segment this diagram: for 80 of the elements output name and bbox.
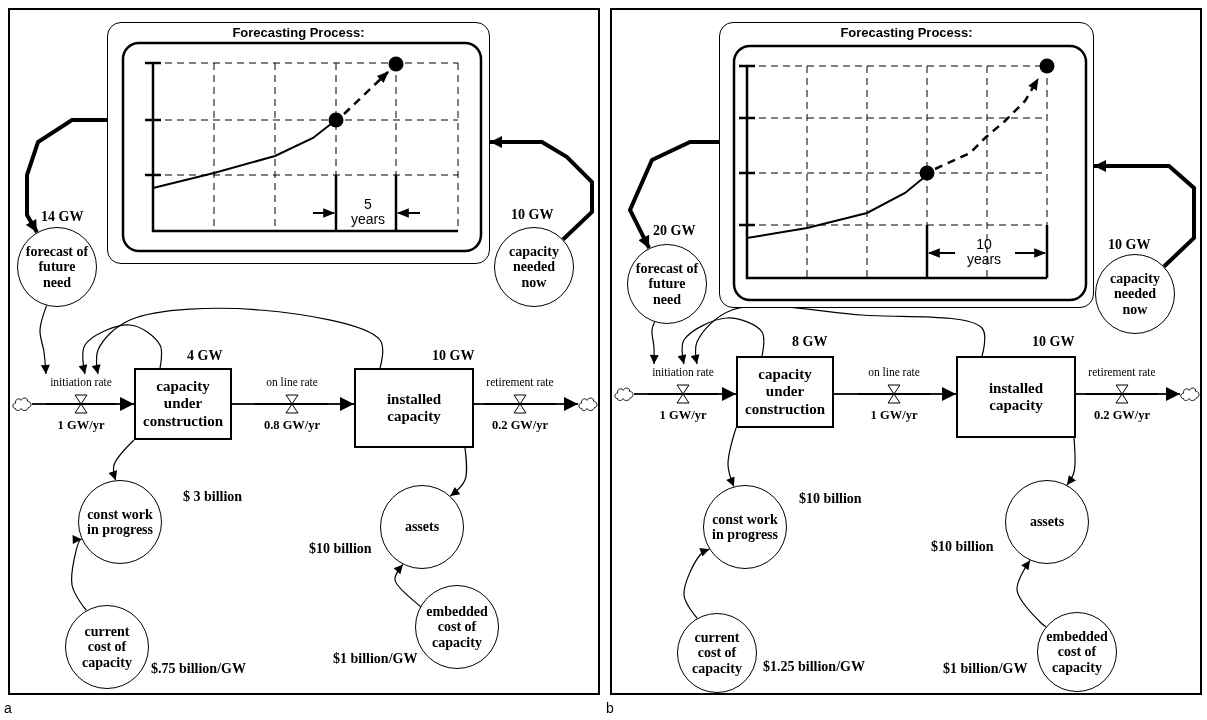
arrow (1016, 559, 1047, 628)
value-label: 10 GW (511, 207, 554, 223)
rate-value: 0.2 GW/yr (490, 418, 550, 433)
arrow (393, 563, 423, 609)
variable-label: assets (404, 519, 440, 535)
value-label: 8 GW (792, 334, 828, 350)
arrow (108, 439, 135, 481)
value-label: $10 billion (309, 541, 372, 557)
flow-pipe (327, 397, 355, 411)
rate-value: 0.8 GW/yr (262, 418, 322, 433)
flow-label: initiation rate (651, 365, 715, 380)
panel-title: Forecasting Process: (839, 25, 974, 40)
stock-label: capacity under construction (744, 366, 826, 418)
variable-label: assets (1029, 514, 1065, 530)
stock-label: installed capacity (385, 390, 443, 426)
variable-label: embedded cost of capacity (425, 603, 489, 651)
value-label: $10 billion (931, 539, 994, 555)
arrow (726, 427, 737, 488)
flow-pipe (231, 403, 257, 405)
rate-value: 0.2 GW/yr (1092, 408, 1152, 423)
arrow (677, 317, 765, 365)
value-label: 10 GW (1108, 237, 1151, 253)
arrow (78, 324, 163, 375)
variable-label: const work in progress (712, 511, 778, 543)
panel-letter: a (4, 700, 12, 716)
value-label: $1 billion/GW (333, 651, 418, 667)
value-label: $ 3 billion (183, 489, 243, 505)
arrow (449, 447, 468, 497)
arrow (39, 305, 50, 375)
flow-label: initiation rate (49, 375, 113, 390)
interval-label: 5 years (349, 197, 387, 228)
flow-label: retirement rate (1087, 365, 1157, 380)
variable-label: const work in progress (87, 506, 153, 538)
value-label: $10 billion (799, 491, 862, 507)
variable-label: current cost of capacity (691, 629, 743, 677)
rate-value: 1 GW/yr (869, 408, 919, 423)
forecast-panel (107, 22, 490, 264)
flow-pipe (1157, 387, 1181, 401)
flow-pipe (555, 397, 579, 411)
flow-pipe (929, 387, 957, 401)
variable-label: current cost of capacity (81, 623, 133, 671)
flow-pipe (717, 387, 737, 401)
flow-pipe (31, 403, 47, 405)
interval-label: 10 years (965, 237, 1003, 268)
rate-value: 1 GW/yr (658, 408, 708, 423)
variable-label: forecast of future need (634, 260, 700, 308)
arrow (627, 140, 719, 250)
stock-label: installed capacity (987, 379, 1045, 415)
flow-pipe (115, 397, 135, 411)
value-label: $1 billion/GW (943, 661, 1028, 677)
arrow (683, 548, 710, 619)
panel-title: Forecasting Process: (231, 25, 366, 40)
arrow (649, 321, 659, 365)
arrow (490, 136, 594, 241)
flow-pipe (1075, 393, 1087, 395)
value-label: $1.25 billion/GW (763, 659, 865, 675)
arrow (25, 118, 107, 234)
panel-letter: b (606, 700, 614, 716)
flow-label: on line rate (867, 365, 921, 380)
value-label: $.75 billion/GW (151, 661, 246, 677)
arrow (1066, 437, 1076, 486)
arrow (1094, 160, 1196, 268)
variable-label: capacity needed now (508, 243, 560, 291)
rate-value: 1 GW/yr (56, 418, 106, 433)
stock-label: capacity under construction (142, 378, 224, 430)
value-label: 14 GW (41, 209, 84, 225)
value-label: 4 GW (187, 348, 223, 364)
flow-label: on line rate (265, 375, 319, 390)
arrow (71, 535, 87, 611)
value-label: 10 GW (432, 348, 475, 364)
variable-label: forecast of future need (24, 243, 90, 291)
flow-pipe (833, 393, 859, 395)
flow-pipe (473, 403, 485, 405)
flow-pipe (633, 393, 649, 395)
arrow (91, 307, 384, 375)
variable-label: embedded cost of capacity (1045, 628, 1109, 676)
value-label: 20 GW (653, 223, 696, 239)
flow-label: retirement rate (485, 375, 555, 390)
value-label: 10 GW (1032, 334, 1075, 350)
variable-label: capacity needed now (1109, 270, 1161, 318)
